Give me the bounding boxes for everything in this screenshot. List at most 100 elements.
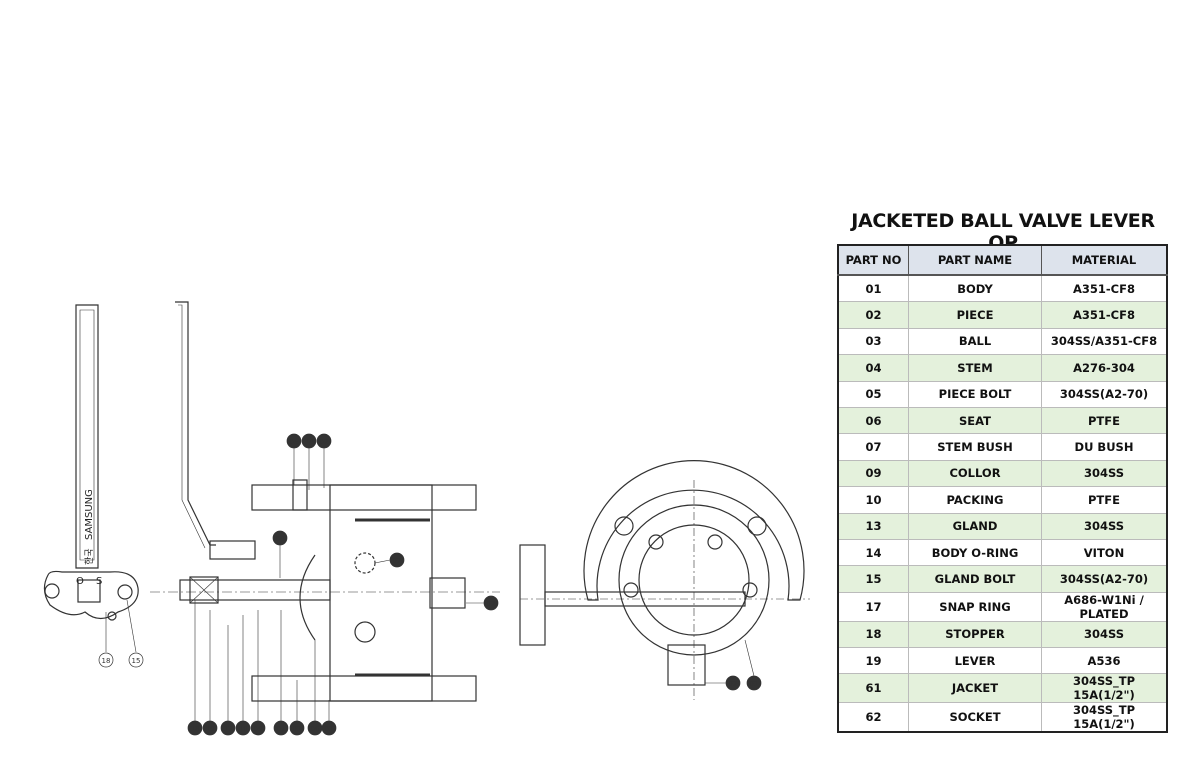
material-cell: 304SS_TP 15A(1/2")	[1041, 673, 1168, 704]
material-cell: 304SS(A2-70)	[1041, 380, 1168, 408]
material-cell: 304SS	[1041, 512, 1168, 540]
part-name-cell: SNAP RING	[908, 591, 1042, 622]
svg-text:09: 09	[254, 725, 263, 733]
callout-61-side: 61	[746, 675, 762, 691]
part-no-cell: 05	[837, 380, 909, 408]
header-part-name: PART NAME	[908, 244, 1042, 276]
part-name-cell: SOCKET	[908, 702, 1042, 733]
material-cell: 304SS_TP 15A(1/2")	[1041, 702, 1168, 733]
part-no-cell: 07	[837, 433, 909, 461]
material-cell: VITON	[1041, 538, 1168, 567]
material-cell: DU BUSH	[1041, 433, 1168, 461]
svg-text:14: 14	[305, 438, 314, 446]
svg-text:04: 04	[276, 535, 285, 543]
material-cell: A351-CF8	[1041, 274, 1168, 303]
part-name-cell: STEM	[908, 354, 1042, 382]
callout-18: 18	[98, 652, 114, 668]
callout-14: 14	[301, 433, 317, 449]
part-name-cell: BODY	[908, 274, 1042, 303]
part-name-cell: SEAT	[908, 406, 1042, 435]
part-no-cell: 14	[837, 538, 909, 567]
lever-brand-marking: SAMSUNG	[84, 489, 95, 540]
svg-text:18: 18	[102, 657, 111, 665]
part-name-cell: COLLOR	[908, 459, 1042, 488]
part-no-cell: 13	[837, 512, 909, 540]
part-name-cell: STOPPER	[908, 620, 1042, 649]
callout-01: 01	[321, 720, 337, 736]
svg-text:18: 18	[191, 725, 200, 733]
svg-text:10: 10	[239, 725, 248, 733]
material-cell: PTFE	[1041, 486, 1168, 514]
material-cell: A351-CF8	[1041, 301, 1168, 329]
material-cell: 304SS	[1041, 459, 1168, 488]
svg-text:02: 02	[320, 438, 329, 446]
material-cell: A276-304	[1041, 354, 1168, 382]
part-no-cell: 17	[837, 591, 909, 622]
lever-open-mark: O	[76, 576, 84, 587]
part-no-cell: 09	[837, 459, 909, 488]
callout-62-side: 62	[725, 675, 741, 691]
callout-07: 07	[273, 720, 289, 736]
material-cell: PTFE	[1041, 406, 1168, 435]
svg-text:62: 62	[487, 600, 496, 608]
callout-62-right: 62	[483, 595, 499, 611]
callout-19: 19	[202, 720, 218, 736]
svg-text:01: 01	[325, 725, 334, 733]
callout-09: 09	[250, 720, 266, 736]
material-cell: 304SS	[1041, 620, 1168, 649]
callout-04: 04	[272, 530, 288, 546]
part-name-cell: BODY O-RING	[908, 538, 1042, 567]
callout-13: 13	[220, 720, 236, 736]
table-header-row: PART NO PART NAME MATERIAL	[837, 244, 1168, 276]
material-cell: 304SS(A2-70)	[1041, 565, 1168, 593]
callout-61: 61	[289, 720, 305, 736]
callout-02: 02	[316, 433, 332, 449]
part-no-cell: 15	[837, 565, 909, 593]
svg-text:06: 06	[311, 725, 320, 733]
header-part-no: PART NO	[837, 244, 909, 276]
part-name-cell: STEM BUSH	[908, 433, 1042, 461]
svg-text:62: 62	[393, 557, 402, 565]
valve-side-view: 62 61	[519, 460, 810, 700]
part-name-cell: JACKET	[908, 673, 1042, 704]
callout-06: 06	[307, 720, 323, 736]
part-name-cell: PACKING	[908, 486, 1042, 514]
svg-text:15: 15	[132, 657, 141, 665]
part-no-cell: 10	[837, 486, 909, 514]
lever-shut-mark: S	[96, 576, 102, 587]
part-no-cell: 03	[837, 327, 909, 356]
svg-text:13: 13	[224, 725, 233, 733]
svg-text:07: 07	[277, 725, 286, 733]
part-name-cell: GLAND BOLT	[908, 565, 1042, 593]
header-material: MATERIAL	[1041, 244, 1168, 276]
part-no-cell: 02	[837, 301, 909, 329]
material-cell: A686-W1Ni / PLATED	[1041, 591, 1168, 622]
callout-10: 10	[235, 720, 251, 736]
svg-text:05: 05	[290, 438, 299, 446]
part-no-cell: 62	[837, 702, 909, 733]
svg-text:61: 61	[750, 680, 759, 688]
part-name-cell: BALL	[908, 327, 1042, 356]
part-no-cell: 01	[837, 274, 909, 303]
svg-text:61: 61	[293, 725, 302, 733]
part-name-cell: LEVER	[908, 647, 1042, 675]
valve-section-view: 05 14 02 04 62 62 18 19 13 10 09 07 61 0…	[150, 301, 500, 736]
part-name-cell: GLAND	[908, 512, 1042, 540]
